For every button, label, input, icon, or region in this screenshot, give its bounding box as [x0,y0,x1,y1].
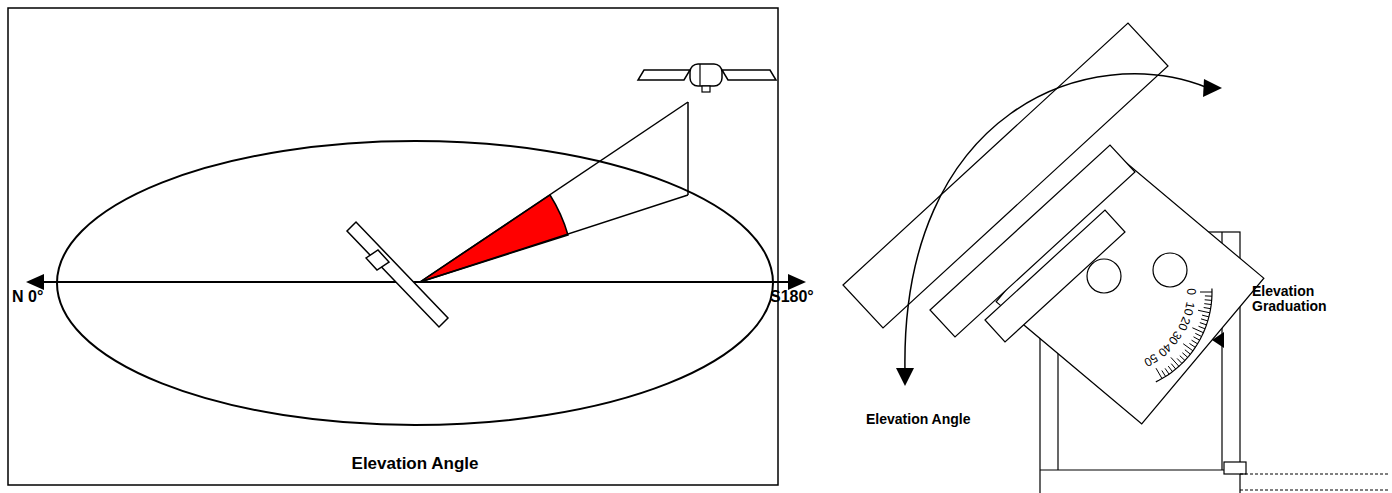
dish-antenna [347,222,448,327]
label: S180° [770,288,814,306]
graduation-scale [1156,289,1212,382]
dish-feed [366,250,389,270]
arrow-head [1203,79,1222,97]
scale-number: 0 [1183,289,1196,296]
label: Elevation Angle [866,412,971,427]
rotation-arrow [905,74,1208,372]
arrow-head [26,274,44,290]
base-extension [1240,474,1390,475]
elevation-wedge [420,195,568,282]
bolt-hole [1153,253,1187,287]
arrow-head [788,274,806,290]
scale-pointer [1212,332,1224,348]
arrow-head [896,368,914,386]
label: N 0° [12,288,43,306]
scale-number: 10 [1180,300,1196,316]
dish-panel [843,23,1168,342]
bolt-hole [1087,259,1121,293]
panel-frame [8,8,778,485]
sight-line [420,195,688,282]
sight-line [420,102,688,282]
label: Elevation Angle [352,455,479,474]
satellite [638,64,776,92]
sight-line [687,102,689,195]
base-extension [1240,490,1390,491]
label: Elevation Graduation [1252,284,1332,315]
axis-line [40,281,792,283]
